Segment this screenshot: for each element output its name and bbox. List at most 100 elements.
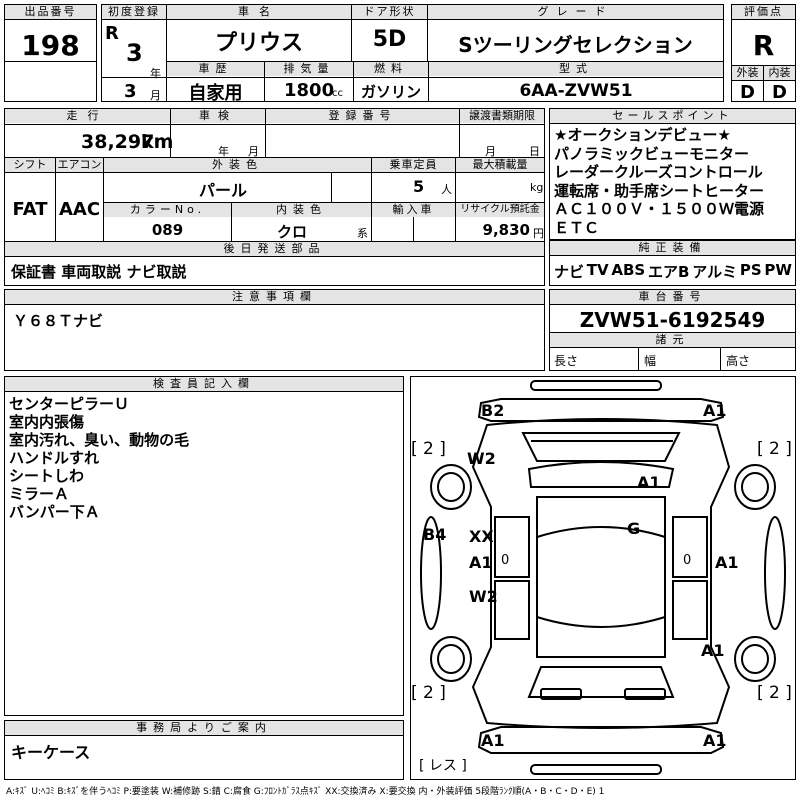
- int-color-label: 内装色: [232, 203, 371, 217]
- inspection-month-unit: 月: [248, 145, 259, 158]
- car-name-label: 車名: [167, 5, 351, 20]
- office-label: 事務局よりご案内: [5, 721, 403, 736]
- door-label: ドア形状: [352, 5, 427, 20]
- inspector-note-line: バンパー下Ａ: [9, 503, 100, 521]
- reg-month: 3: [124, 81, 137, 102]
- ext-color-label: 外装色: [104, 158, 371, 172]
- load-unit: kg: [530, 181, 544, 194]
- chassis-number: ZVW51-6192549: [579, 308, 766, 332]
- mileage-label: 走行: [5, 109, 170, 123]
- fuel: ガソリン: [360, 83, 421, 101]
- displacement-label: 排気量: [265, 62, 353, 76]
- notes-box: 注意事項欄 Ｙ６８Ｔナビ: [4, 289, 545, 371]
- int-color-suffix: 系: [357, 227, 368, 240]
- damage-hood: A1: [637, 473, 661, 492]
- sales-point-line: ★オークションデビュー★: [554, 126, 731, 144]
- capacity-label: 乗車定員: [372, 158, 455, 172]
- ext-color: パール: [198, 181, 247, 200]
- later-parts: 保証書 車両取説 ナビ取説: [11, 263, 187, 281]
- int-color: クロ: [276, 223, 307, 241]
- spec-row: 車歴 排気量 燃料 型式 自家用 1800 cc ガソリン 6AA-ZVW51: [166, 61, 724, 104]
- model: 6AA-ZVW51: [519, 81, 633, 101]
- month-unit: 月: [150, 89, 161, 102]
- tire-front-right: [ 2 ]: [757, 439, 792, 459]
- tire-rear-left: [ 2 ]: [411, 683, 446, 703]
- color-no: 089: [151, 221, 184, 239]
- first-registration-box: 初度登録 R 3 年 3 月: [101, 4, 167, 102]
- door-type: 5D: [372, 27, 407, 52]
- inspector-note-line: ハンドルすれ: [9, 449, 100, 467]
- car-diagram: [420, 380, 786, 775]
- damage-front-left: B2: [481, 401, 505, 420]
- history: 自家用: [188, 83, 243, 104]
- ac-label: エアコン: [56, 158, 103, 172]
- sales-point-line: ＥＴＣ: [554, 218, 600, 237]
- score: R: [752, 29, 775, 62]
- damage-zero-right: 0: [683, 553, 692, 568]
- inspector-note-line: ミラーＡ: [9, 485, 70, 503]
- transfer-day-unit: 日: [529, 145, 540, 158]
- width-label: 幅: [644, 354, 657, 368]
- plate-label: 登録番号: [266, 109, 459, 123]
- equipment-item: ナビ: [554, 263, 585, 281]
- year-unit: 年: [150, 67, 161, 80]
- inspection-year-unit: 年: [218, 145, 229, 158]
- chassis-label: 車台番号: [550, 290, 795, 305]
- equipment-item: PW: [764, 261, 792, 279]
- diagram-box: B2 A1 W2 A1 G B4 XX A1 0 W2 0 A1 A1 A1 A…: [410, 376, 796, 780]
- damage-front-right: A1: [703, 401, 727, 420]
- details-box: 走行 車検 登録番号 譲渡書類期限 38,297 km 年 月 月 日 シフト …: [4, 108, 545, 286]
- inspector-note-line: 室内内張傷: [9, 413, 85, 431]
- sales-box: セールスポイント ★オークションデビュー★パノラミックビューモニターレーダークル…: [549, 108, 796, 240]
- transfer-label: 譲渡書類期限: [460, 109, 544, 123]
- history-label: 車歴: [167, 62, 264, 76]
- damage-rear-bumper-right: A1: [703, 731, 727, 750]
- equipment-item: ABS: [611, 261, 646, 279]
- recycle-unit: 円: [533, 227, 544, 240]
- exterior-grade: D: [740, 82, 755, 103]
- notes-text: Ｙ６８Ｔナビ: [13, 312, 104, 330]
- mileage-unit: km: [141, 131, 174, 153]
- model-label: 型式: [429, 62, 723, 76]
- inspector-label: 検査員記入欄: [5, 377, 403, 392]
- equipment-item: PS: [739, 261, 762, 279]
- load-label: 最大積載量: [456, 158, 544, 172]
- equipment-item: エアB: [648, 263, 690, 281]
- tire-front-left: [ 2 ]: [411, 439, 446, 459]
- transfer-month-unit: 月: [485, 145, 496, 158]
- shift-label: シフト: [5, 158, 55, 172]
- sales-point-line: レーダークルーズコントロール: [554, 163, 763, 181]
- damage-roof: G: [627, 519, 641, 538]
- later-label: 後日発送部品: [5, 242, 544, 256]
- legend: A:ｷｽﾞ U:ﾍｺﾐ B:ｷｽﾞを伴うﾍｺﾐ P:要塗装 W:補修跡 S:錆 …: [6, 787, 605, 797]
- chassis-box: 車台番号 ZVW51-6192549 諸元 長さ 幅 高さ: [549, 289, 796, 371]
- sales-point-line: パノラミックビューモニター: [554, 144, 750, 163]
- recycle: 9,830: [482, 221, 530, 239]
- office-text: キーケース: [11, 743, 91, 762]
- sales-label: セールスポイント: [550, 109, 795, 124]
- displacement: 1800: [284, 80, 335, 101]
- sales-point-line: ＡＣ１００Ｖ・１５００Ｗ電源: [554, 200, 765, 218]
- interior-grade: D: [772, 82, 787, 103]
- import-label: 輸入車: [372, 203, 455, 217]
- spare-tire: [ レス ]: [419, 758, 467, 774]
- mileage: 38,297: [81, 131, 155, 153]
- damage-front-door-left: XX: [469, 527, 494, 546]
- exterior-label: 外装: [732, 66, 763, 80]
- car-name-box: 車名 プリウス: [166, 4, 352, 62]
- capacity-unit: 人: [441, 183, 452, 196]
- inspection-label: 車検: [171, 109, 265, 123]
- grade-label: グレード: [428, 5, 723, 20]
- score-box: 評価点 R 外装 内装 D D: [731, 4, 796, 103]
- equipment-item: アルミ: [692, 263, 738, 281]
- damage-front-door-left-a: A1: [469, 553, 493, 572]
- damage-zero-left: 0: [501, 553, 510, 568]
- lot-label: 出品番号: [5, 5, 96, 20]
- damage-rear-door-left: W2: [469, 587, 498, 606]
- damage-pillar-left: B4: [423, 525, 447, 544]
- equipment-item: TV: [586, 261, 609, 279]
- reg-year: 3: [126, 39, 143, 67]
- door-box: ドア形状 5D: [351, 4, 428, 62]
